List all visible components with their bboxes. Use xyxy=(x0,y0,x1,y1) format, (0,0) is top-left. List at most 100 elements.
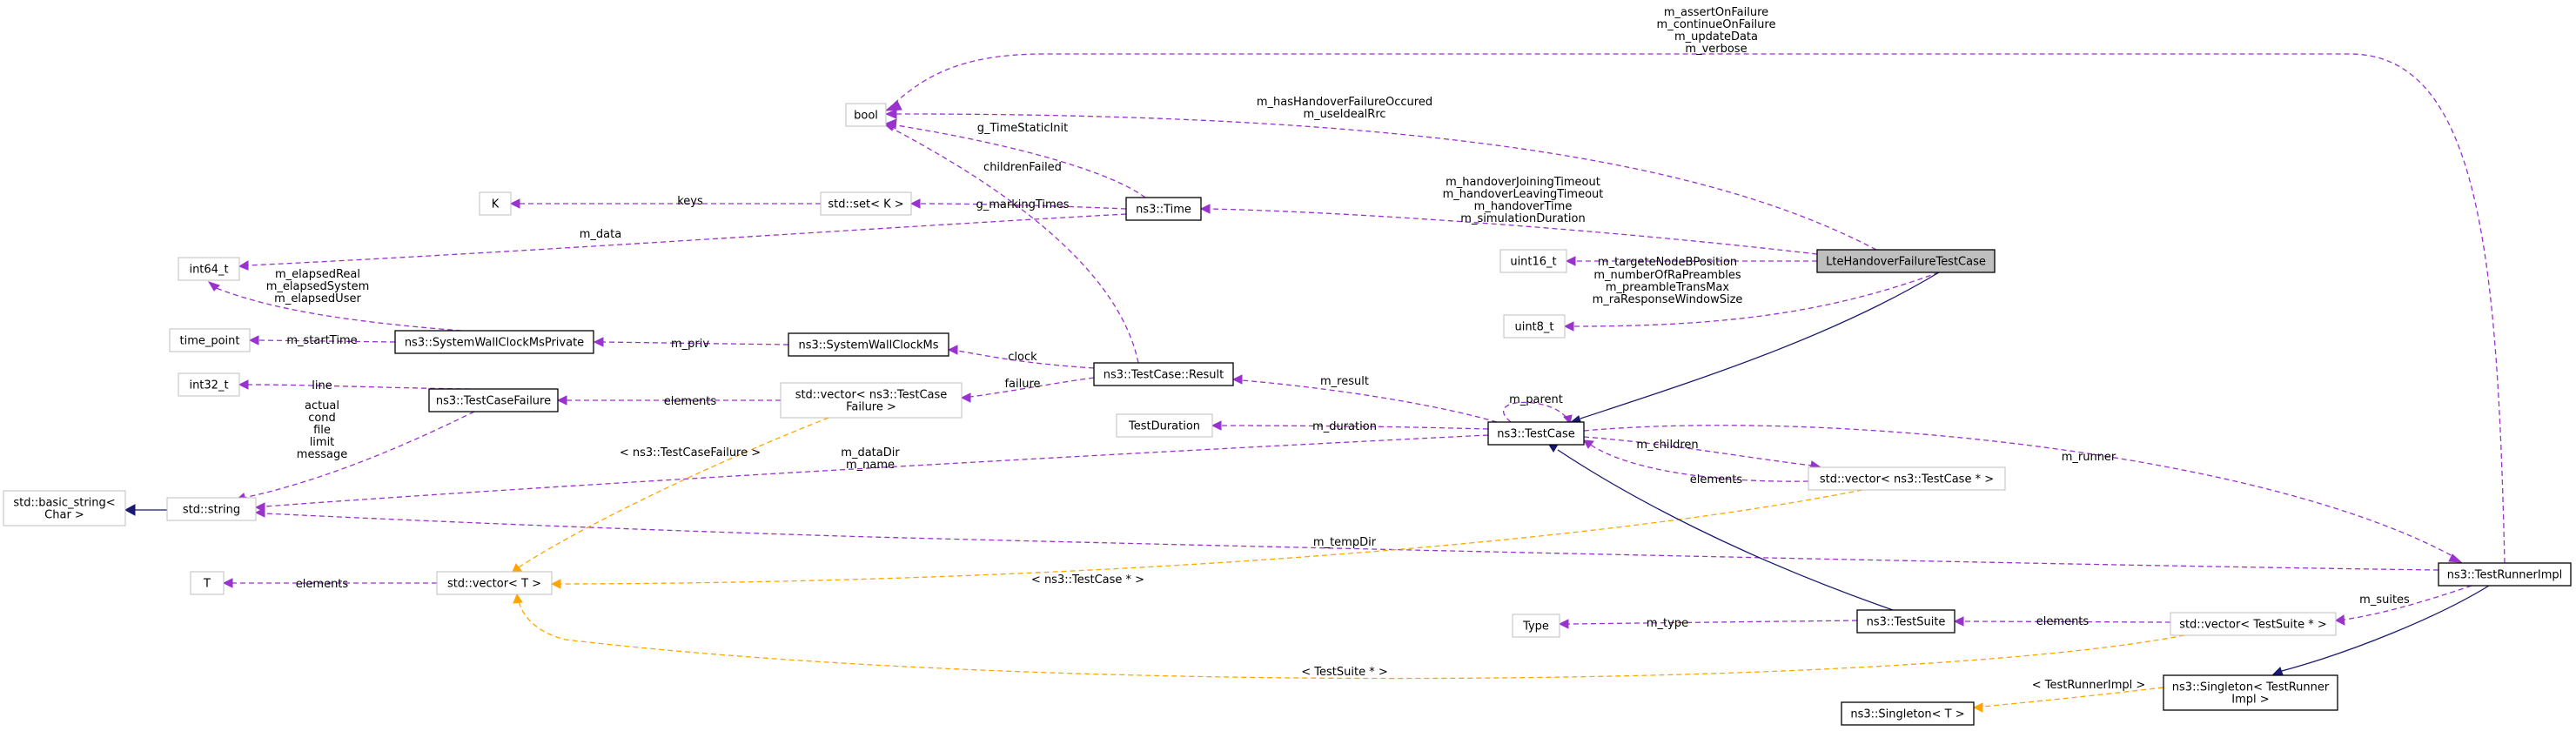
edge-arrowhead xyxy=(1583,439,1594,449)
edge-label: m_suites xyxy=(2359,594,2410,607)
node-box-frame xyxy=(1856,609,1955,634)
edge-label: < TestRunnerImpl > xyxy=(2032,679,2146,692)
edge-line xyxy=(1573,272,1940,327)
class-node-result[interactable]: ns3::TestCase::Result xyxy=(1093,362,1234,386)
edge-TestCase-to-Result xyxy=(1231,374,1498,423)
edge-arrowhead xyxy=(593,337,604,347)
node-box-frame xyxy=(845,103,887,127)
edge-label: m_simulationDuration xyxy=(1460,212,1585,225)
class-node-testcasefailure[interactable]: ns3::TestCaseFailure xyxy=(428,388,559,412)
node-box-frame xyxy=(178,372,240,397)
node-box-frame xyxy=(166,497,257,521)
edge-arrowhead xyxy=(550,579,561,589)
edge-std_set-to-K xyxy=(509,198,821,209)
edge-label: < ns3::TestCase * > xyxy=(1031,573,1144,587)
edge-label: < ns3::TestCaseFailure > xyxy=(620,446,761,459)
node-box-frame xyxy=(1125,197,1202,221)
node-label: uint8_t xyxy=(1514,321,1553,334)
class-node-testrunnerimpl[interactable]: ns3::TestRunnerImpl xyxy=(2438,562,2572,587)
class-node-type: Type xyxy=(1512,614,1560,638)
node-label: std::set< K > xyxy=(828,198,903,211)
edge-label: file xyxy=(313,424,331,437)
node-label: bool xyxy=(854,110,878,123)
node-box-frame xyxy=(1841,701,1975,726)
edge-label: m_children xyxy=(1636,439,1698,452)
node-box-frame xyxy=(1116,413,1213,438)
edge-label: failure xyxy=(1004,378,1040,391)
edge-line xyxy=(601,341,789,345)
class-node-uint8-t: uint8_t xyxy=(1503,314,1566,339)
edge-label: m_parent xyxy=(1509,393,1563,406)
edge-labels-layer: m_hasHandoverFailureOccuredm_useIdealRrc… xyxy=(266,6,2410,692)
edge-ClockMsPrivate-to-int64_t xyxy=(207,281,462,332)
edge-line xyxy=(257,339,396,343)
class-node-clockms[interactable]: ns3::SystemWallClockMs xyxy=(788,332,949,357)
edge-label: cond xyxy=(308,412,336,425)
edge-Singleton_TRI-to-Singleton_T xyxy=(1972,687,2164,713)
node-label: Impl > xyxy=(2231,694,2269,707)
class-node-t: T xyxy=(190,571,225,595)
class-node-clockmsprivate[interactable]: ns3::SystemWallClockMsPrivate xyxy=(394,330,594,354)
class-node-singleton-tri[interactable]: ns3::Singleton< TestRunnerImpl > xyxy=(2163,674,2338,711)
edge-label: m_handoverJoiningTimeout xyxy=(1446,176,1600,189)
edge-arrowhead xyxy=(1199,204,1211,214)
edge-line xyxy=(1583,436,1813,466)
class-node-uint16-t: uint16_t xyxy=(1499,249,1567,273)
node-label: int32_t xyxy=(189,379,228,392)
node-label: std::vector< T > xyxy=(447,578,541,591)
class-node-k: K xyxy=(479,191,512,216)
edge-arrowhead xyxy=(1563,321,1574,332)
edge-label: m_handoverTime xyxy=(1474,200,1573,213)
edge-line xyxy=(243,411,475,499)
edge-label: elements xyxy=(296,578,349,591)
edge-line xyxy=(1583,425,2455,558)
edge-vec_TestCaseFailure-to-TestCaseFailure xyxy=(556,395,781,406)
edge-line xyxy=(560,489,1863,585)
edge-label: m_targeteNodeBPosition xyxy=(1598,256,1737,269)
edge-line xyxy=(1241,379,1498,423)
class-node-ltetest[interactable]: LteHandoverFailureTestCase xyxy=(1816,249,1996,273)
edge-label: m_runner xyxy=(2062,451,2116,464)
edge-line xyxy=(1502,401,1569,423)
edge-label: keys xyxy=(677,195,703,208)
edge-label: m_elapsedSystem xyxy=(266,280,370,293)
node-label: Char > xyxy=(44,509,84,522)
node-label: ns3::TestSuite xyxy=(1867,616,1946,629)
edge-label: limit xyxy=(310,436,335,449)
edge-label: m_preambleTransMax xyxy=(1606,281,1730,294)
edge-line xyxy=(918,203,1127,210)
node-box-frame xyxy=(428,388,559,412)
edge-line xyxy=(890,53,2506,564)
edge-line xyxy=(1567,620,1858,625)
edge-TestCase-to-TestDuration xyxy=(1211,420,1489,431)
node-box-frame xyxy=(178,257,240,281)
edge-label: m_continueOnFailure xyxy=(1657,18,1776,31)
edge-label: line xyxy=(312,379,332,392)
node-label: LteHandoverFailureTestCase xyxy=(1826,256,1986,269)
node-label: Failure > xyxy=(846,401,896,414)
edge-label: elements xyxy=(1690,473,1743,486)
edge-label: m_data xyxy=(580,228,621,241)
edge-label: m_numberOfRaPreambles xyxy=(1593,269,1741,282)
node-box-frame xyxy=(780,382,963,419)
edge-arrowhead xyxy=(884,100,902,111)
edge-arrowhead xyxy=(884,109,897,119)
node-label: std::vector< ns3::TestCase * > xyxy=(1820,473,1994,486)
edge-vec_TestSuitePtr-to-vector_T xyxy=(513,593,2185,680)
node-label: ns3::Time xyxy=(1136,204,1191,217)
edge-line xyxy=(1580,272,1940,419)
class-node-testsuite[interactable]: ns3::TestSuite xyxy=(1856,609,1955,634)
node-label: Type xyxy=(1522,620,1549,634)
class-node-ns3-time[interactable]: ns3::Time xyxy=(1125,197,1202,221)
edge-arrowhead xyxy=(885,120,896,131)
edge-label: m_hasHandoverFailureOccured xyxy=(1257,96,1432,109)
edge-arrowhead xyxy=(1211,420,1222,431)
edge-ClockMs-to-ClockMsPrivate xyxy=(593,337,789,347)
edge-line xyxy=(956,350,1095,369)
node-box-frame xyxy=(1487,421,1585,446)
class-node-singleton-t[interactable]: ns3::Singleton< T > xyxy=(1841,701,1975,726)
class-node-testcase[interactable]: ns3::TestCase xyxy=(1487,421,1585,446)
edge-line xyxy=(518,417,829,568)
edge-label: m_result xyxy=(1320,375,1369,388)
edge-label: m_priv xyxy=(671,338,709,351)
